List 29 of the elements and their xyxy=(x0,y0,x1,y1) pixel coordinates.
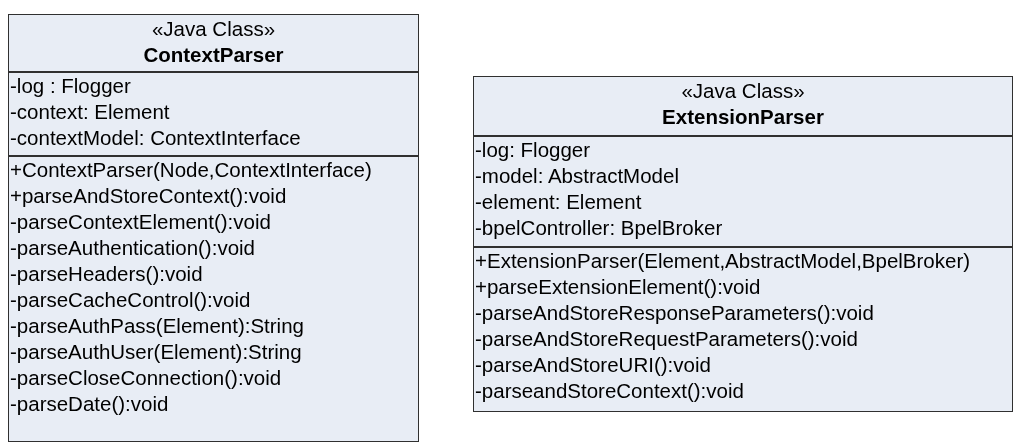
attribute-text: -log : Flogger xyxy=(10,73,131,99)
stereotype-label: «Java Class» xyxy=(150,16,277,42)
method-text: -parseDate():void xyxy=(10,391,169,417)
class-box xyxy=(8,14,419,442)
method-text: -parseandStoreContext():void xyxy=(475,378,744,404)
method-text: +ContextParser(Node,ContextInterface) xyxy=(10,157,372,183)
attribute-text: -context: Element xyxy=(10,99,170,125)
attribute-text: -element: Element xyxy=(475,189,642,215)
method-text: -parseCloseConnection():void xyxy=(10,365,282,391)
method-text: +parseAndStoreContext():void xyxy=(10,183,287,209)
attribute-text: -log: Flogger xyxy=(475,137,591,163)
class-box xyxy=(473,76,1013,412)
method-text: +ExtensionParser(Element,AbstractModel,BpelBroker) xyxy=(475,248,971,274)
method-text: -parseContextElement():void xyxy=(10,209,271,235)
method-text: -parseAndStoreResponseParameters():void xyxy=(475,300,874,326)
method-text: +parseExtensionElement():void xyxy=(475,274,761,300)
method-text: -parseAndStoreURI():void xyxy=(475,352,711,378)
class-name: ExtensionParser xyxy=(661,104,825,130)
method-text: -parseAndStoreRequestParameters():void xyxy=(475,326,858,352)
method-text: -parseAuthUser(Element):String xyxy=(10,339,302,365)
method-text: -parseAuthPass(Element):String xyxy=(10,313,304,339)
stereotype-label: «Java Class» xyxy=(680,78,806,104)
method-text: -parseAuthentication():void xyxy=(10,235,255,261)
method-text: -parseHeaders():void xyxy=(10,261,203,287)
attribute-text: -bpelController: BpelBroker xyxy=(475,215,723,241)
attribute-text: -contextModel: ContextInterface xyxy=(10,125,301,151)
attribute-text: -model: AbstractModel xyxy=(475,163,679,189)
class-name: ContextParser xyxy=(142,42,285,68)
method-text: -parseCacheControl():void xyxy=(10,287,251,313)
